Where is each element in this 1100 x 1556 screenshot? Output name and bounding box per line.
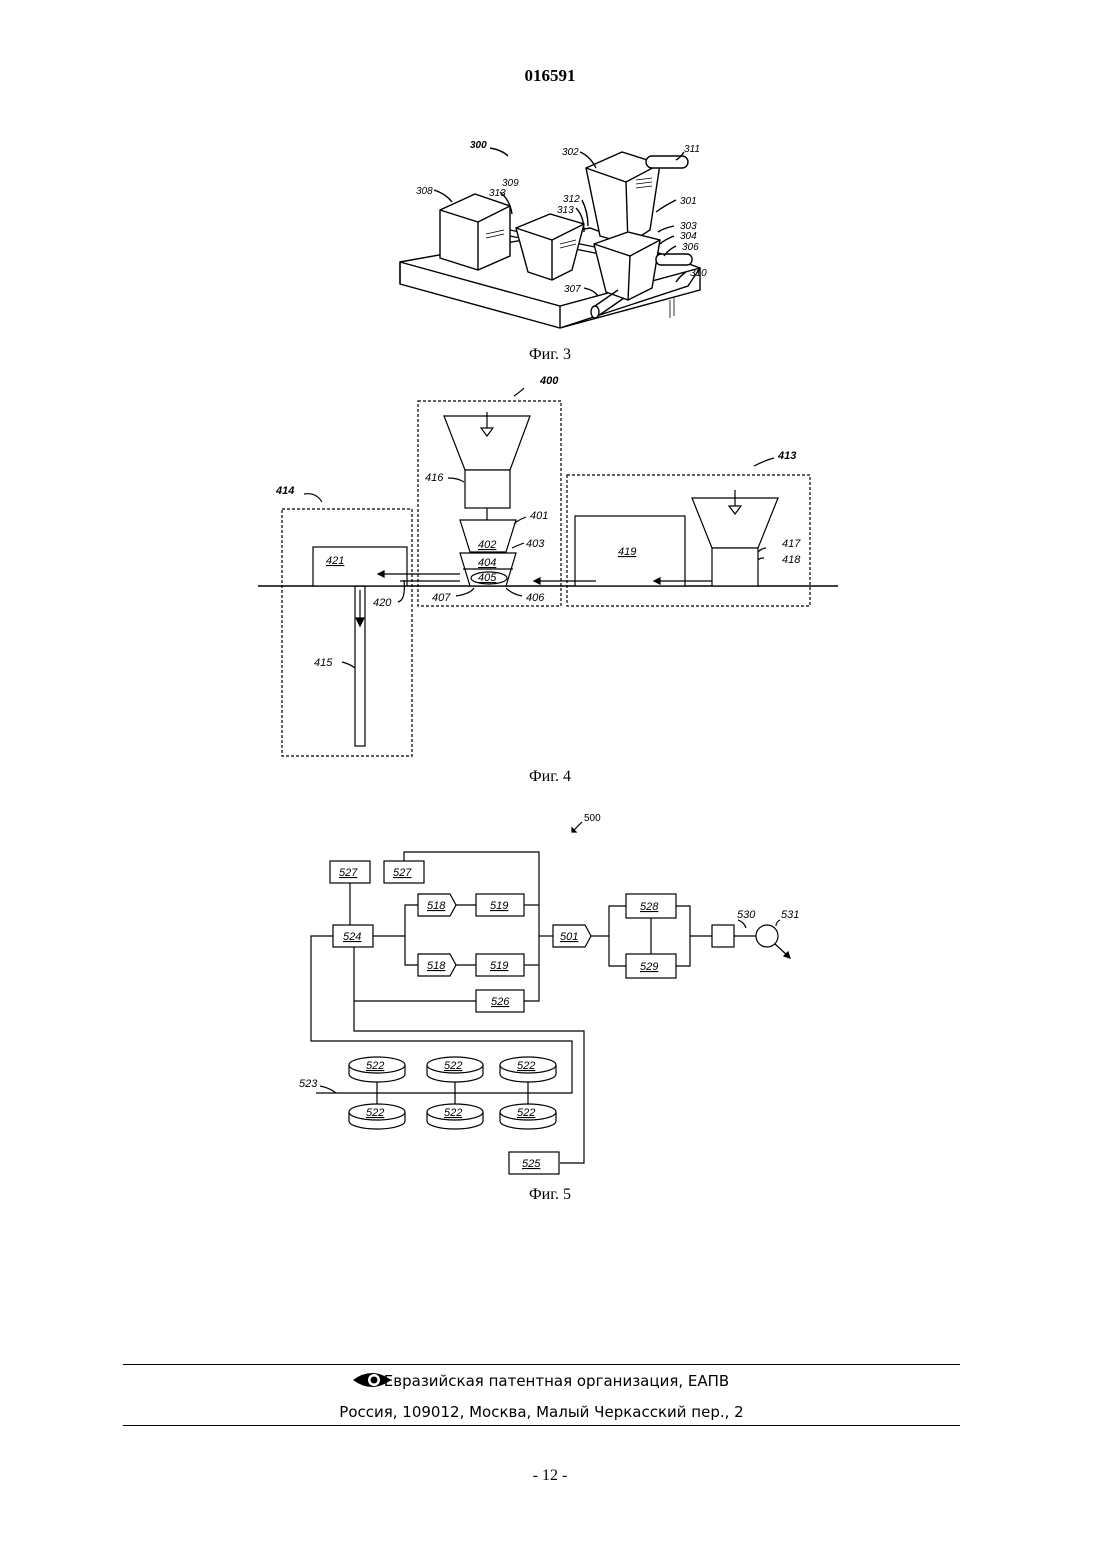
fig5-label: 524 [343, 931, 361, 943]
fig5-label: 528 [640, 901, 659, 913]
footer-organization: Евразийская патентная организация, ЕАПВ [123, 1372, 960, 1390]
fig5-label: 525 [522, 1158, 541, 1170]
fig5-label: 519 [490, 960, 508, 972]
fig5-label: 519 [490, 900, 508, 912]
figure-5-caption: Фиг. 5 [450, 1186, 650, 1204]
fig5-label: 500 [584, 813, 601, 824]
fig5-label: 522 [366, 1060, 384, 1072]
fig5-label: 527 [339, 867, 358, 879]
fig5-label: 522 [444, 1060, 462, 1072]
footer-bottom-rule [123, 1425, 960, 1426]
fig5-label: 501 [560, 931, 578, 943]
fig5-label: 518 [427, 900, 446, 912]
fig5-label: 527 [393, 867, 412, 879]
fig5-label: 518 [427, 960, 446, 972]
fig5-label: 522 [366, 1107, 384, 1119]
fig5-label: 522 [517, 1107, 535, 1119]
fig5-label: 531 [781, 909, 799, 921]
fig5-label: 529 [640, 961, 658, 973]
fig5-label: 522 [517, 1060, 535, 1072]
footer-address: Россия, 109012, Москва, Малый Черкасский… [123, 1403, 960, 1421]
fig5-label: 523 [299, 1078, 318, 1090]
fig5-label: 522 [444, 1107, 462, 1119]
fig5-label: 530 [737, 909, 756, 921]
fig5-label: 526 [491, 996, 510, 1008]
page-number: - 12 - [0, 1467, 1100, 1485]
footer-top-rule [123, 1364, 960, 1365]
